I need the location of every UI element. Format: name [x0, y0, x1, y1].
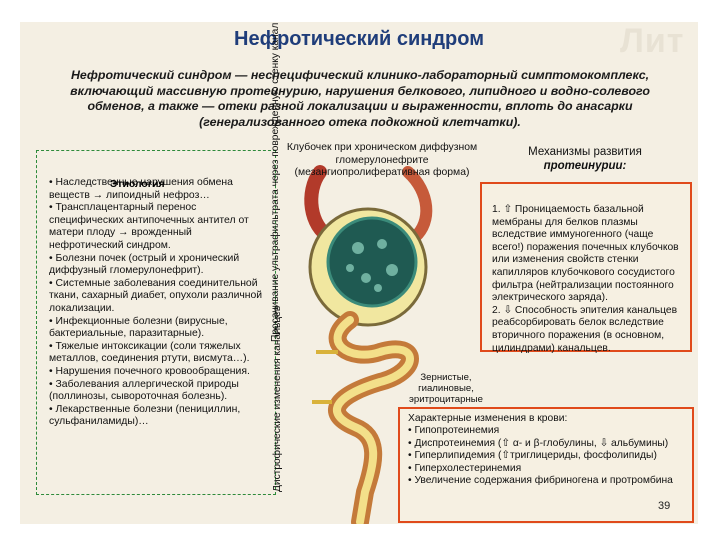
etiology-item: • Болезни почек (острый и хронический ди… [49, 252, 240, 277]
definition-text: Нефротический синдром — неспецифический … [70, 68, 650, 129]
page-number: 39 [658, 500, 671, 512]
blood-changes-list: • Гипопротеинемия • Диспротеинемия (⇧ α-… [408, 425, 686, 487]
tubule-dystrophy-label: Дистрофические изменения канальцев [272, 305, 283, 492]
mechanisms-caption-line2: протеинурии: [543, 160, 627, 172]
slide: Лит Нефротический синдром Нефротический … [20, 22, 698, 524]
mechanism-item: 2. ⇩ Способность эпителия канальцев реаб… [492, 304, 678, 354]
etiology-item: • Лекарственные болезни (пенициллин, сул… [49, 403, 241, 428]
mechanisms-box: 1. ⇧ Проницаемость базальной мембраны дл… [480, 182, 692, 354]
ghost-heading: Лит [620, 22, 685, 60]
mechanisms-caption-line1: Механизмы развития [528, 146, 642, 158]
blood-changes-heading: Характерные изменения в крови: [408, 413, 568, 424]
blood-change-item: • Гиперлипидемия (⇧триглицериды, фосфоли… [408, 450, 657, 462]
blood-change-item: • Гиперхолестеринемия [408, 462, 522, 474]
efferent-arteriole [402, 166, 433, 243]
etiology-list: • Наследственные нарушения обмена вещест… [49, 177, 269, 429]
slide-title: Нефротический синдром [234, 28, 484, 50]
etiology-item: • Инфекционные болезни (вирусные, бактер… [49, 315, 228, 340]
blood-change-item: • Гипопротеинемия [408, 425, 500, 437]
blood-changes-box: Характерные изменения в крови: • Гипопро… [398, 407, 694, 523]
mechanism-item: 1. ⇧ Проницаемость базальной мембраны дл… [492, 204, 679, 304]
nephron-illustration [304, 165, 433, 524]
etiology-item: • Тяжелые интоксикации (соли тяжелых мет… [49, 340, 250, 365]
blood-change-item: • Диспротеинемия (⇧ α- и β-глобулины, ⇩ … [408, 437, 669, 449]
etiology-item: • Нарушения почечного кровообращения. [49, 365, 250, 377]
etiology-box: • Наследственные нарушения обмена вещест… [36, 150, 276, 495]
etiology-item: • Заболевания аллергической природы (пол… [49, 378, 239, 403]
glomerulus [326, 216, 418, 308]
mechanisms-caption: Механизмы развития протеинурии: [490, 145, 680, 173]
etiology-item: • Системные заболевания соединительной т… [49, 277, 263, 314]
etiology-item: • Наследственные нарушения обмена вещест… [49, 177, 233, 201]
blood-change-item: • Увеличение содержания фибриногена и пр… [408, 475, 673, 487]
etiology-item: • Трансплацентарный перенос специфически… [49, 202, 249, 251]
glomerulus-caption: Клубочек при хроническом диффузном гломе… [286, 142, 478, 179]
etiology-heading: Этиология [110, 179, 165, 190]
